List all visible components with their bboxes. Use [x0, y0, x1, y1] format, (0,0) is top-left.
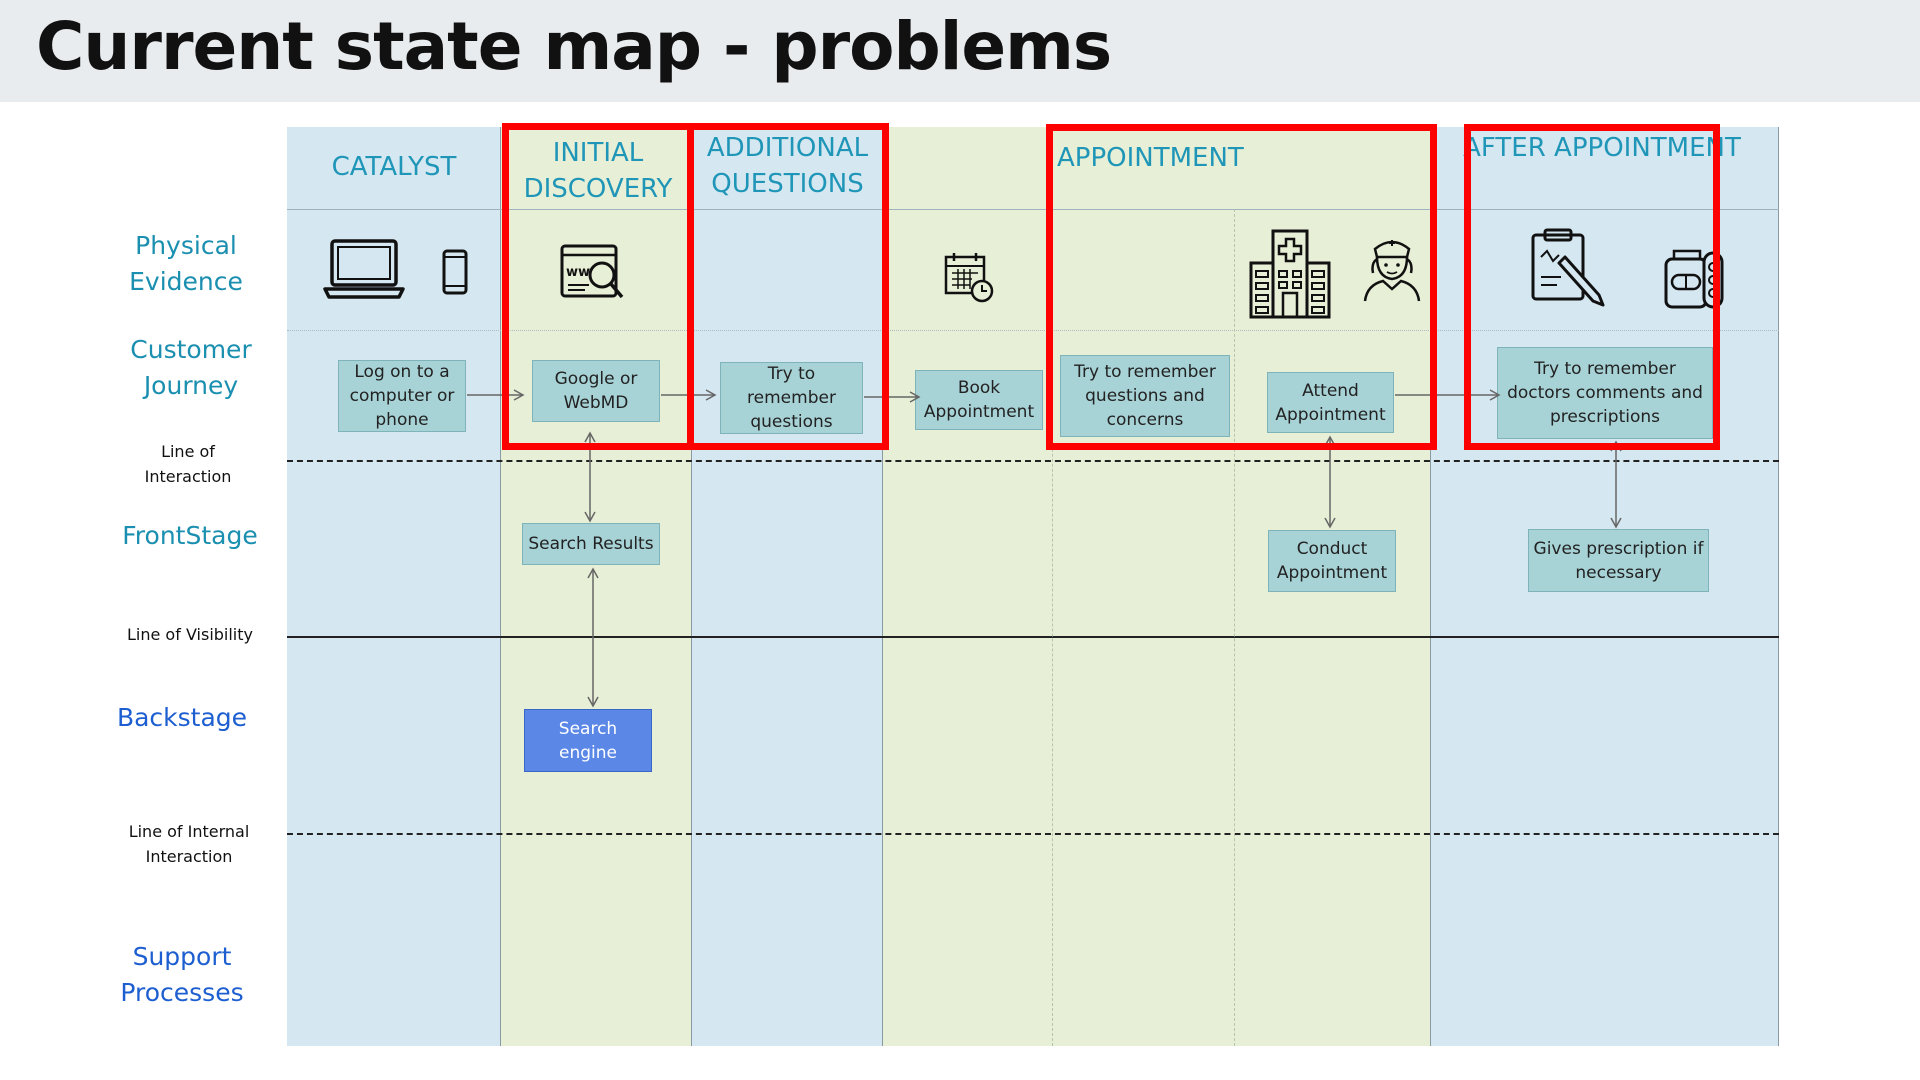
- line-of-interaction: [287, 460, 1779, 462]
- row-separator: [287, 330, 1779, 331]
- box-gives-prescription: Gives prescription if necessary: [1528, 529, 1709, 592]
- highlight-initial-discovery: [502, 123, 694, 450]
- box-book-appointment: Book Appointment: [915, 370, 1043, 430]
- stage-catalyst: CATALYST: [331, 152, 457, 182]
- highlight-appointment: [1046, 124, 1437, 450]
- box-conduct-appointment: Conduct Appointment: [1268, 530, 1396, 592]
- row-label-frontstage: FrontStage: [122, 521, 258, 550]
- box-search-results: Search Results: [522, 523, 660, 565]
- clipboard-pen-icon: [1531, 228, 1605, 307]
- box-attend-appointment: Attend Appointment: [1267, 372, 1394, 433]
- line-of-visibility: [287, 636, 1779, 638]
- box-search-engine: Search engine: [524, 709, 652, 772]
- box-log-on: Log on to a computer or phone: [338, 360, 466, 432]
- lane-subdivider: [1052, 209, 1053, 1046]
- nurse-icon: [1363, 240, 1421, 302]
- web-search-icon: www: [560, 244, 624, 299]
- calendar-icon: [944, 253, 994, 303]
- box-try-remember-concerns: Try to remember questions and concerns: [1060, 355, 1230, 437]
- row-label-line-of-interaction: Line of Interaction: [144, 442, 232, 486]
- flow-arrows: [467, 389, 1622, 708]
- title-bar: Current state map - problems: [0, 0, 1920, 102]
- row-label-support-processes: Support Processes: [120, 942, 244, 1007]
- stage-appointment: APPOINTMENT: [1057, 143, 1244, 173]
- highlight-after-appointment: [1464, 124, 1720, 450]
- stage-additional-questions: ADDITIONAL QUESTIONS: [706, 133, 869, 199]
- box-try-remember-questions: Try to remember questions: [720, 362, 863, 434]
- header-separator: [287, 209, 1779, 210]
- row-label-customer-journey: Customer Journey: [130, 335, 252, 400]
- line-of-internal-interaction: [287, 833, 1779, 835]
- row-label-backstage: Backstage: [116, 703, 248, 732]
- service-blueprint: CATALYST INITIAL DISCOVERY ADDITIONAL QU…: [287, 123, 1779, 1046]
- stage-after-appointment: AFTER APPOINTMENT: [1463, 133, 1741, 163]
- laptop-icon: [323, 239, 405, 299]
- lane-subdivider: [1234, 209, 1235, 1046]
- box-google-webmd: Google or WebMD: [532, 360, 660, 422]
- stage-initial-discovery: INITIAL DISCOVERY: [523, 138, 673, 204]
- box-try-remember-comments: Try to remember doctors comments and pre…: [1497, 347, 1713, 439]
- hospital-icon: [1249, 229, 1331, 319]
- row-label-line-of-visibility: Line of Visibility: [127, 625, 253, 644]
- page-title: Current state map - problems: [36, 8, 1112, 85]
- phone-icon: [442, 249, 468, 295]
- row-label-physical-evidence: Physical Evidence: [129, 231, 243, 296]
- lane-additional-questions: [692, 127, 883, 1046]
- highlight-additional-questions: [687, 123, 889, 450]
- row-label-line-of-internal-interaction: Line of Internal Interaction: [128, 822, 250, 866]
